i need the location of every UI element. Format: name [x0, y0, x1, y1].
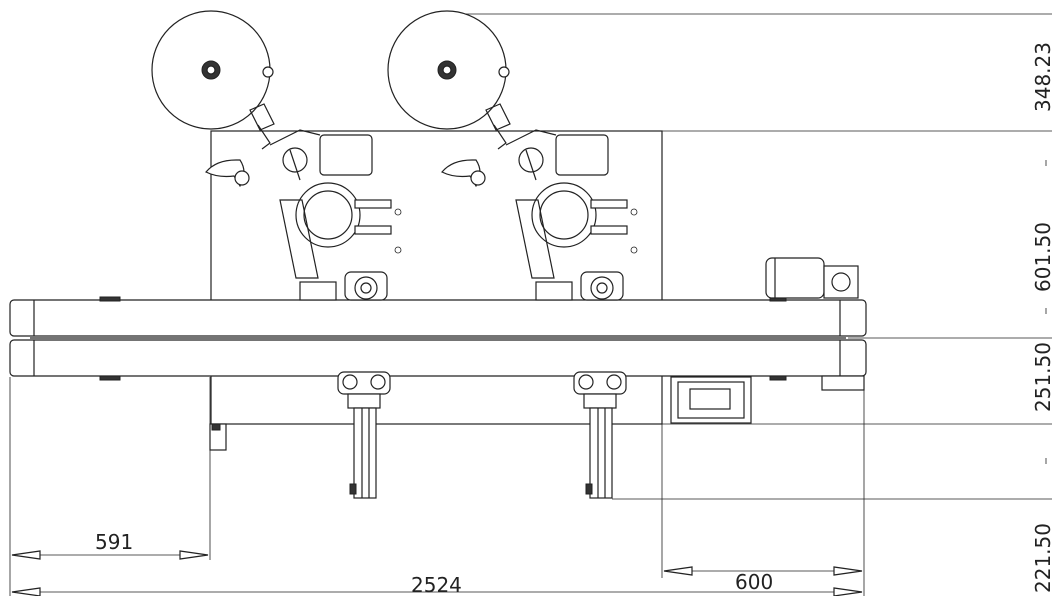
lower-guide-2: [573, 371, 627, 499]
dim-2524-label: 2524: [411, 573, 462, 596]
labeling-head-2: [387, 10, 638, 301]
dimension-line-591: [11, 550, 209, 560]
dim-221-50-label: 221.50: [1031, 523, 1052, 593]
dim-348-23-label: 348.23: [1031, 42, 1052, 112]
dimension-line-2524: [11, 587, 863, 596]
dim-591-label: 591: [95, 530, 133, 554]
dim-601-50-label: 601.50: [1031, 222, 1052, 292]
lower-guide-1: [337, 371, 391, 499]
extension-lines: [9, 13, 1052, 596]
conveyor: [9, 296, 867, 381]
labeling-head-1: [151, 10, 402, 301]
dimension-line-600: [663, 566, 863, 576]
left-bracket: [209, 423, 227, 451]
dim-600-label: 600: [735, 570, 773, 594]
touch-screen-panel: [670, 376, 752, 424]
dim-251-50-label: 251.50: [1031, 342, 1052, 412]
drive-motor: [765, 257, 865, 391]
